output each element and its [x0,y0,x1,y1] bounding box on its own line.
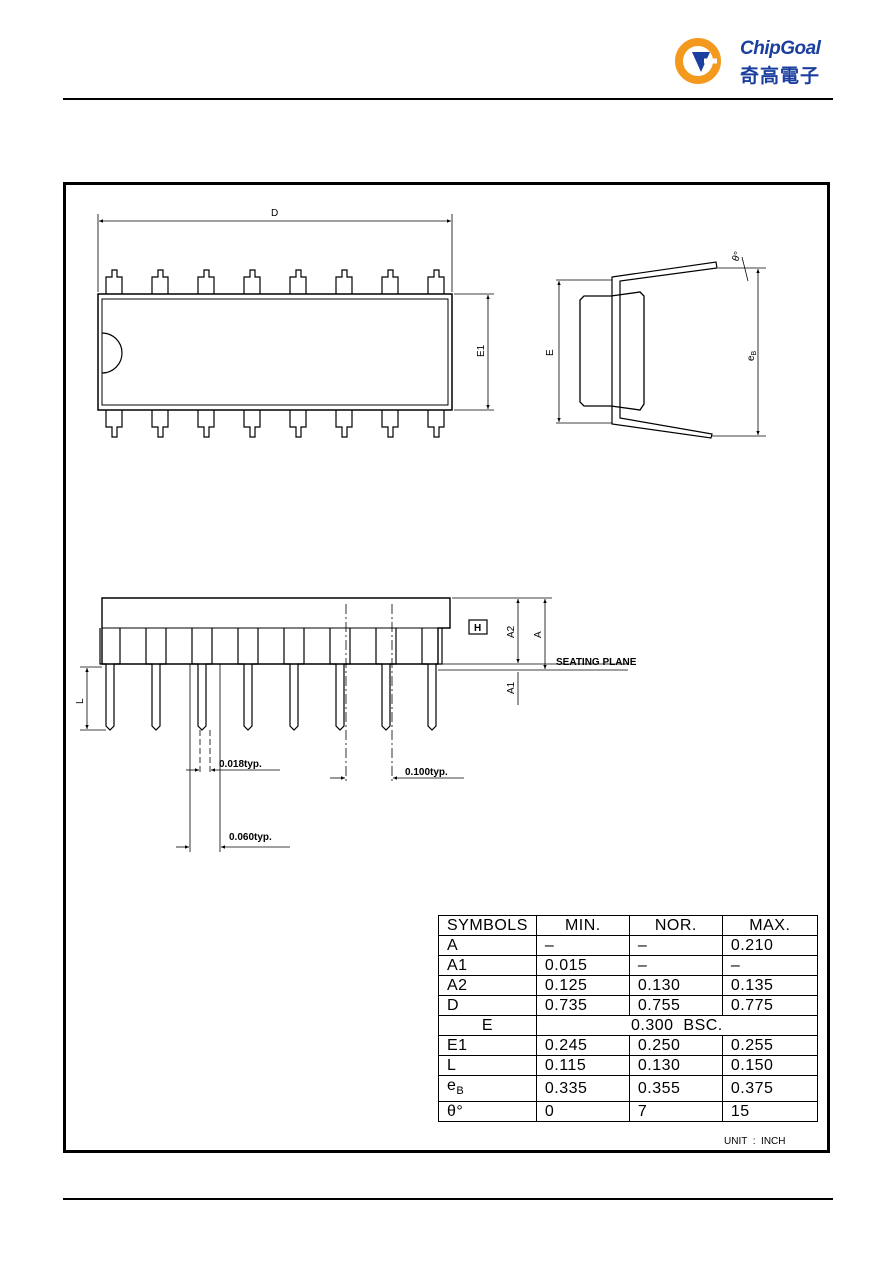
dim-label-e1: E1 [476,344,487,357]
table-row: E 0.300 BSC. [438,1015,818,1036]
end-view [556,256,766,439]
side-view [80,597,628,852]
max-cell: 0.210 [721,935,818,956]
nor-cell: 0.250 [628,1035,723,1056]
dim-label-a1: A1 [506,681,517,694]
dim-label-a2: A2 [506,625,517,638]
table-row: E1 0.245 0.250 0.255 [438,1035,818,1056]
header-symbols: SYMBOLS [438,915,537,936]
symbol-cell: E1 [438,1035,537,1056]
max-cell: 15 [721,1101,818,1123]
table-row: θ° 0 7 15 [438,1101,818,1123]
symbol-cell: eB [438,1074,537,1103]
symbol-cell: A [438,935,537,956]
nor-cell: – [628,955,723,976]
footer-rule [63,1198,833,1200]
dim-label-theta: θ° [730,250,744,263]
min-cell: 0.245 [535,1035,630,1056]
header-min: MIN. [535,915,630,936]
nor-cell: 0.755 [628,995,723,1016]
min-cell: 0.125 [535,975,630,996]
max-cell: 0.255 [721,1035,818,1056]
lead-pitch-label: 0.100typ. [405,767,448,778]
symbol-cell: A2 [438,975,537,996]
dim-label-a: A [533,631,544,638]
min-cell: 0.735 [535,995,630,1016]
chipgoal-logo: ChipGoal 奇高電子 [670,38,840,87]
dim-label-e: E [545,349,556,356]
span-cell: 0.300 BSC. [535,1015,818,1036]
dim-label-l: L [75,698,86,704]
logo-text-cn: 奇高電子 [740,65,821,87]
table-row: A – – 0.210 [438,935,818,956]
nor-cell: 7 [628,1101,723,1123]
max-cell: 0.150 [721,1055,818,1076]
lead-width-label: 0.018typ. [219,759,262,770]
min-cell: – [535,935,630,956]
page-header: ChipGoal 奇高電子 [0,0,892,100]
min-cell: 0.115 [535,1055,630,1076]
symbol-cell: L [438,1055,537,1076]
nor-cell: 0.130 [628,1055,723,1076]
unit-label: UNIT : INCH [724,1136,786,1147]
min-cell: 0.335 [535,1074,630,1103]
max-cell: 0.135 [721,975,818,996]
max-cell: 0.775 [721,995,818,1016]
shoulder-width-label: 0.060typ. [229,832,272,843]
table-row: A1 0.015 – – [438,955,818,976]
package-outline-frame [63,182,830,1153]
dimensions-table: SYMBOLS MIN. NOR. MAX. A – – 0.210 A1 0.… [438,915,818,1123]
chipgoal-logo-icon [675,38,721,84]
header-rule [63,98,833,100]
table-header-row: SYMBOLS MIN. NOR. MAX. [438,915,818,936]
dim-label-eb: eB [746,350,758,361]
symbol-cell: D [438,995,537,1016]
nor-cell: 0.130 [628,975,723,996]
table-row: L 0.115 0.130 0.150 [438,1055,818,1076]
table-row: eB 0.335 0.355 0.375 [438,1074,818,1103]
max-cell: – [721,955,818,976]
nor-cell: – [628,935,723,956]
symbol-cell: θ° [438,1101,537,1123]
min-cell: 0.015 [535,955,630,976]
table-row: D 0.735 0.755 0.775 [438,995,818,1016]
max-cell: 0.375 [721,1074,818,1103]
seating-plane-label: SEATING PLANE [556,657,637,668]
nor-cell: 0.355 [628,1074,723,1103]
table-row: A2 0.125 0.130 0.135 [438,975,818,996]
symbol-cell: A1 [438,955,537,976]
header-max: MAX. [721,915,818,936]
symbol-cell: E [438,1015,537,1036]
header-nor: NOR. [628,915,723,936]
dim-label-d: D [271,208,278,219]
logo-text-en: ChipGoal [740,38,821,59]
top-view [97,214,494,438]
dim-label-h: H [474,623,481,634]
min-cell: 0 [535,1101,630,1123]
